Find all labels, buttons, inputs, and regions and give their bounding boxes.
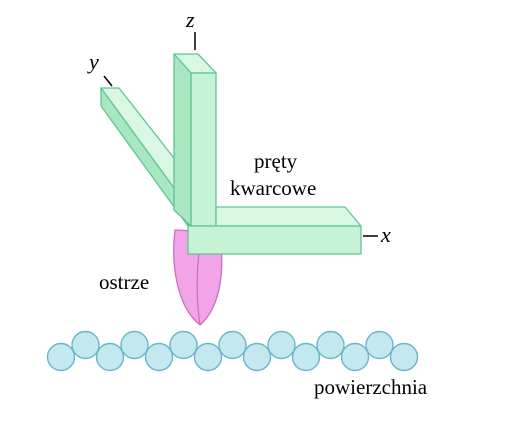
x-axis-label: x [380,222,391,247]
surface-atom [340,342,370,372]
surface-atom [95,342,125,372]
surface-atom [389,342,419,372]
tip-label: ostrze [99,270,149,294]
y-axis-label: y [87,49,99,74]
surface-atom [316,330,345,360]
surface-atom [71,330,100,360]
rods-label-line1: pręty [254,149,298,173]
surface-atom [169,330,198,360]
y-axis-line [103,75,113,87]
surface-atom [267,330,296,360]
x-rod-top [215,206,362,227]
surface-atom [365,330,394,360]
z-rod [173,53,217,227]
z-rod-front [190,72,217,227]
x-rod-front [187,225,362,255]
surface-atom [120,330,149,360]
surface-label: powierzchnia [314,375,428,399]
z-axis-label: z [185,7,195,32]
surface-atom [291,342,321,372]
surface-atom [218,330,247,360]
rods-label-line2: kwarcowe [230,176,316,200]
surface-atom [144,342,174,372]
surface-atom [46,342,76,372]
surface-atom [242,342,272,372]
z-rod-side [173,53,192,227]
surface-atom [193,342,223,372]
x-rod [187,206,362,255]
surface-atom-row [46,330,419,372]
